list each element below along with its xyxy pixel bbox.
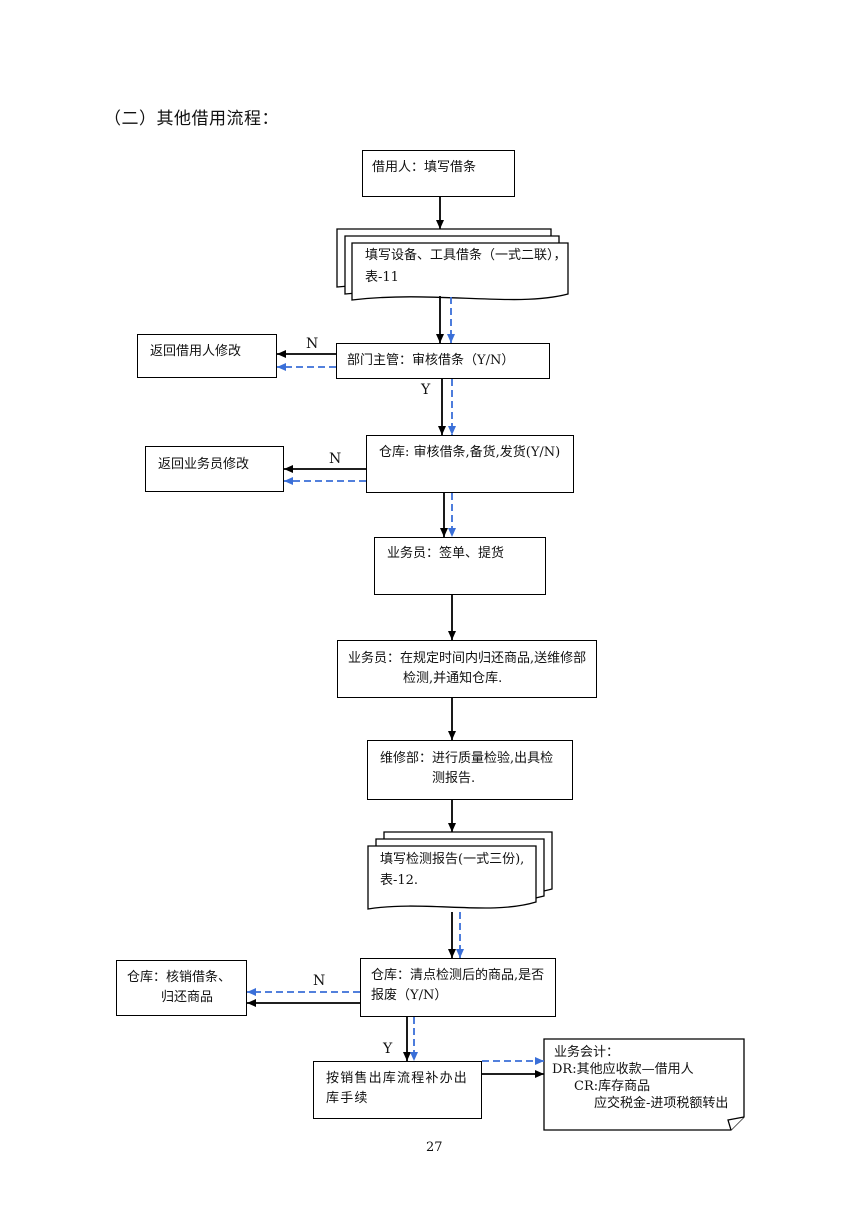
- node-warehouse-count-line-2: 报废（Y/N）: [371, 988, 448, 1003]
- accounting-line-2: DR:其他应收款—借用人: [552, 1062, 694, 1077]
- node-return-salesperson-text: 返回业务员修改: [158, 457, 250, 472]
- node-sales-outbound: 按销售出库流程补办出 库手续: [313, 1061, 482, 1119]
- node-sales-outbound-line-2: 库手续: [326, 1091, 369, 1106]
- node-warehouse-count-line-1: 仓库：清点检测后的商品,是否: [371, 968, 545, 983]
- test-report-line-1: 填写检测报告(一式三份),: [380, 852, 525, 867]
- node-warehouse-count: 仓库：清点检测后的商品,是否 报废（Y/N）: [360, 958, 556, 1017]
- accounting-line-4: 应交税金-进项税额转出: [594, 1096, 729, 1111]
- node-warehouse-review-text: 仓库: 审核借条,备货,发货(Y/N): [379, 445, 561, 460]
- node-salesperson-sign-text: 业务员：签单、提货: [387, 546, 505, 561]
- label-yes-1: Y: [421, 382, 431, 398]
- loan-slip-line-1: 填写设备、工具借条（一式二联），: [365, 248, 567, 263]
- node-dept-manager-review: 部门主管：审核借条（Y/N）: [336, 343, 550, 379]
- label-yes-2: Y: [383, 1041, 393, 1057]
- section-heading: （二）其他借用流程：: [104, 109, 279, 129]
- node-dept-manager-review-text: 部门主管：审核借条（Y/N）: [347, 353, 515, 368]
- node-borrower-fill-slip-text: 借用人：填写借条: [372, 160, 477, 175]
- node-warehouse-writeoff-line-1: 仓库：核销借条、: [127, 970, 232, 985]
- node-salesperson-sign: 业务员：签单、提货: [374, 537, 546, 595]
- doc-shape-test-report: [367, 831, 553, 910]
- note-shape-accounting: [543, 1038, 745, 1131]
- node-return-borrower-text: 返回借用人修改: [150, 344, 242, 359]
- node-warehouse-review: 仓库: 审核借条,备货,发货(Y/N): [366, 435, 574, 493]
- node-salesperson-return: 业务员：在规定时间内归还商品,送维修部 检测,并通知仓库.: [337, 640, 597, 698]
- label-no-2: N: [329, 451, 342, 467]
- node-borrower-fill-slip: 借用人：填写借条: [362, 150, 515, 197]
- node-return-borrower: 返回借用人修改: [137, 334, 277, 378]
- node-salesperson-return-line-1: 业务员：在规定时间内归还商品,送维修部: [348, 651, 587, 666]
- node-warehouse-writeoff-line-2: 归还商品: [161, 990, 214, 1005]
- page-number: 27: [426, 1140, 443, 1155]
- label-no-3: N: [313, 973, 326, 989]
- node-sales-outbound-line-1: 按销售出库流程补办出: [326, 1071, 469, 1086]
- node-repair-inspection: 维修部：进行质量检验,出具检 测报告.: [367, 740, 573, 800]
- node-return-salesperson: 返回业务员修改: [145, 446, 284, 492]
- accounting-line-1: 业务会计：: [554, 1045, 620, 1060]
- node-warehouse-writeoff: 仓库：核销借条、 归还商品: [116, 960, 247, 1016]
- node-repair-inspection-line-1: 维修部：进行质量检验,出具检: [380, 751, 554, 766]
- node-salesperson-return-line-2: 检测,并通知仓库.: [403, 671, 503, 686]
- label-no-1: N: [306, 336, 319, 352]
- accounting-line-3: CR:库存商品: [574, 1079, 651, 1094]
- doc-shape-loan-slip: [336, 228, 569, 301]
- node-repair-inspection-line-2: 测报告.: [432, 771, 476, 786]
- loan-slip-line-2: 表-11: [365, 270, 399, 285]
- test-report-line-2: 表-12.: [380, 873, 419, 888]
